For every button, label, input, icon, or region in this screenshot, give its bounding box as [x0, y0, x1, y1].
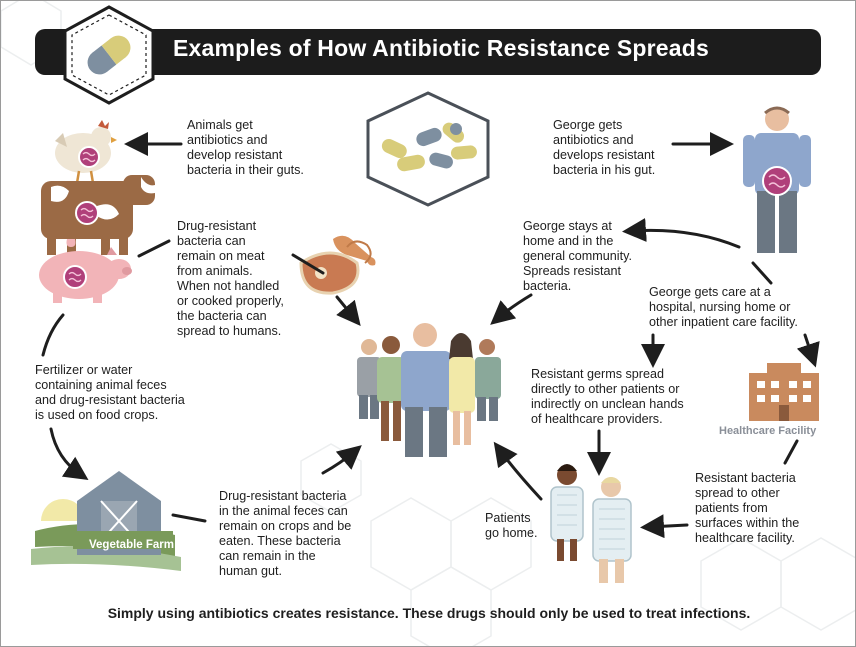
cow-icon [41, 175, 155, 255]
arrow-crops-to-people [321, 445, 362, 475]
arrow-fertilizer-to-farm [49, 427, 89, 480]
title-capsule-icon [63, 5, 155, 105]
arrow-pig-to-fertilizer [41, 313, 65, 357]
arrow-facility-to-patients [640, 514, 689, 539]
arrow-community-to-people [490, 293, 533, 325]
george-icon [743, 106, 811, 253]
people-group-icon [357, 323, 501, 457]
meat-icon [299, 235, 376, 295]
patients-icon [550, 464, 632, 583]
arrow-animals-to-meat [137, 239, 171, 258]
arrow-meat-to-people-2 [335, 295, 361, 326]
page-title: Examples of How Antibiotic Resistance Sp… [173, 35, 710, 61]
arrow-patients-to-people [493, 441, 543, 501]
arrow-george-to-hospital [751, 261, 773, 285]
arrow-farm-to-crops [171, 513, 207, 523]
facility-label: Healthcare Facility [719, 425, 817, 437]
healthcare-facility-icon [749, 363, 819, 421]
vegetable-farm-icon [31, 471, 181, 571]
pig-icon [39, 247, 132, 303]
title-bar [35, 29, 821, 75]
arrow-care-to-facility [796, 333, 820, 368]
chicken-icon [55, 120, 117, 184]
farm-label: Vegetable Farm [89, 539, 175, 551]
footer-note: Simply using antibiotics creates resista… [107, 605, 751, 621]
pills-hexagon-icon [366, 91, 490, 207]
arrow-facility-down [783, 439, 799, 465]
arrow-meat-to-people [291, 253, 325, 275]
arrow-george-to-community [622, 218, 741, 249]
